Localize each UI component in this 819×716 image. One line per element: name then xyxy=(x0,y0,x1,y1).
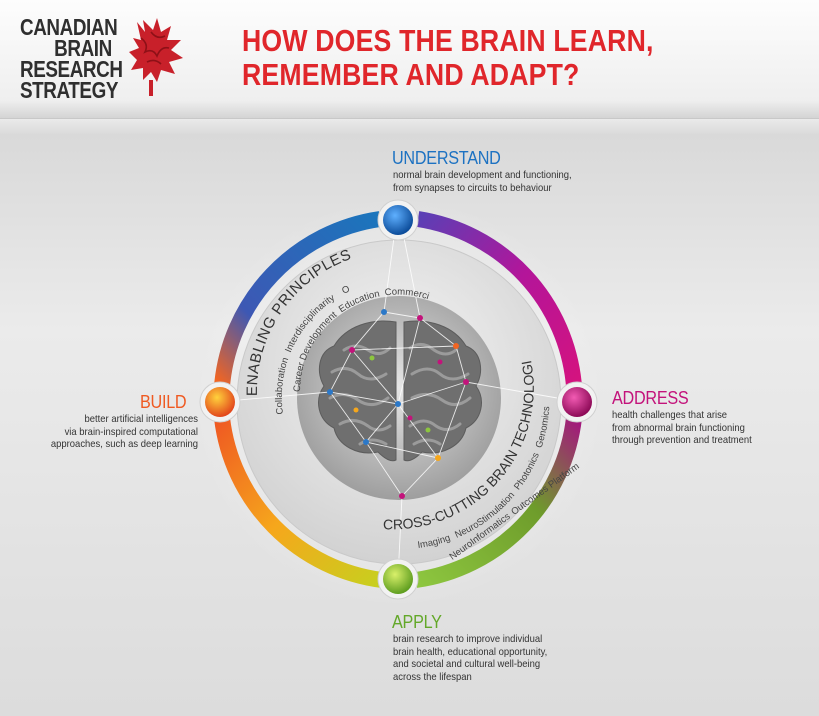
apply-line-4: across the lifespan xyxy=(393,670,472,683)
apply-line-2: brain health, educational opportunity, xyxy=(393,645,548,658)
maple-leaf-brain-icon xyxy=(129,18,183,96)
logo-line-1: CANADIAN xyxy=(20,14,118,40)
understand-line-2: from synapses to circuits to behaviour xyxy=(393,181,552,194)
arc-address-apply xyxy=(414,417,582,588)
apply-line-3: and societal and cultural well-being xyxy=(393,658,541,670)
understand-line-1: normal brain development and functioning… xyxy=(393,169,572,181)
page-title: HOW DOES THE BRAIN LEARN, REMEMBER AND A… xyxy=(242,24,654,92)
address-line-1: health challenges that arise xyxy=(612,409,728,421)
node-build xyxy=(199,381,241,423)
apply-line-1: brain research to improve individual xyxy=(393,633,543,645)
build-line-1: better artificial intelligences xyxy=(84,413,198,425)
node-apply xyxy=(377,558,419,600)
node-address xyxy=(556,381,598,423)
understand-description: normal brain development and functioning… xyxy=(393,169,572,194)
address-line-2: from abnormal brain functioning xyxy=(612,421,745,434)
understand-heading: UNDERSTAND xyxy=(392,148,501,168)
build-description: better artificial intelligences via brai… xyxy=(43,413,198,451)
build-heading: BUILD xyxy=(140,392,187,412)
address-description: health challenges that arise from abnorm… xyxy=(612,409,752,447)
logo-line-4: STRATEGY xyxy=(20,77,119,103)
build-line-2: via brain-inspired computational xyxy=(64,425,198,438)
logo-line-3: RESEARCH xyxy=(20,56,123,82)
network-dots xyxy=(327,309,469,499)
arc-understand-address xyxy=(416,211,582,387)
address-line-3: through prevention and treatment xyxy=(612,434,752,446)
logo-wordmark: CANADIAN BRAIN RESEARCH STRATEGY xyxy=(20,14,123,103)
apply-description: brain research to improve individual bra… xyxy=(393,633,547,683)
arc-build-understand xyxy=(214,211,382,387)
title-line-2: REMEMBER AND ADAPT? xyxy=(242,57,580,92)
apply-heading: APPLY xyxy=(392,612,442,632)
logo-line-2: BRAIN xyxy=(54,35,112,61)
build-line-3: approaches, such as deep learning xyxy=(50,438,199,450)
brain-graphic xyxy=(318,320,482,462)
header-band: CANADIAN BRAIN RESEARCH STRATEGY HOW DOE… xyxy=(0,0,819,119)
title-line-1: HOW DOES THE BRAIN LEARN, xyxy=(242,23,654,58)
address-heading: ADDRESS xyxy=(612,388,689,408)
arc-apply-build xyxy=(214,417,384,588)
node-understand xyxy=(377,199,419,241)
